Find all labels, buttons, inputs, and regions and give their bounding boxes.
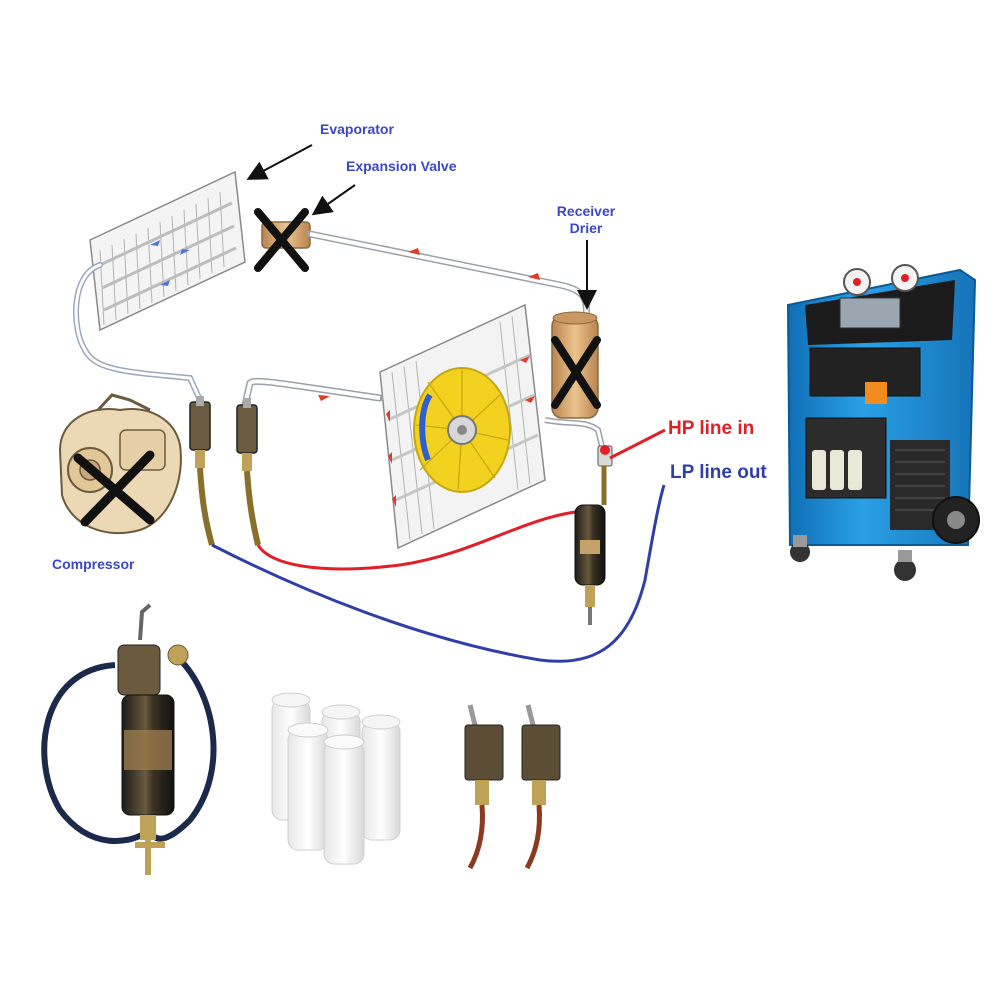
compressor-label: Compressor: [52, 556, 135, 572]
flush-connector-right: [236, 398, 261, 546]
hp-port: [597, 445, 613, 467]
receiver-drier-label: Receiver Drier: [548, 203, 624, 237]
evaporator: [89, 170, 246, 332]
condenser: [379, 303, 546, 550]
filter-cartridges: [271, 692, 401, 865]
blocked-x-icon: [254, 208, 309, 272]
inline-filter-canister: [574, 466, 607, 625]
ac-flushing-machine: [786, 264, 980, 581]
expansion-valve-label: Expansion Valve: [346, 158, 457, 174]
expansion-valve: [254, 208, 311, 272]
lp-hose: [211, 484, 666, 663]
condenser-fan: [413, 367, 511, 493]
evaporator-label: Evaporator: [320, 121, 394, 137]
receiver-drier-label-line2: Drier: [569, 220, 603, 236]
hp-line-in: [609, 428, 666, 460]
spare-connector-left: [464, 704, 504, 870]
receiver-drier-label-line1: Receiver: [556, 203, 616, 219]
blocked-x-icon: [73, 450, 155, 527]
spare-connector-right: [521, 704, 561, 870]
blocked-x-icon: [551, 336, 601, 409]
flush-connector-left: [189, 396, 215, 546]
hp-hose: [256, 510, 576, 571]
evaporator-callout-arrow: [246, 144, 313, 180]
expansion-valve-callout-arrow: [311, 184, 356, 216]
compressor: [58, 393, 182, 535]
fluid-bottles: [812, 450, 862, 490]
high-pressure-pipe: [306, 230, 590, 322]
lp-line-label: LP line out: [670, 462, 767, 483]
receiver-drier: [551, 311, 601, 419]
hp-line-label: HP line in: [668, 418, 755, 439]
flush-gun-canister: [41, 603, 217, 875]
